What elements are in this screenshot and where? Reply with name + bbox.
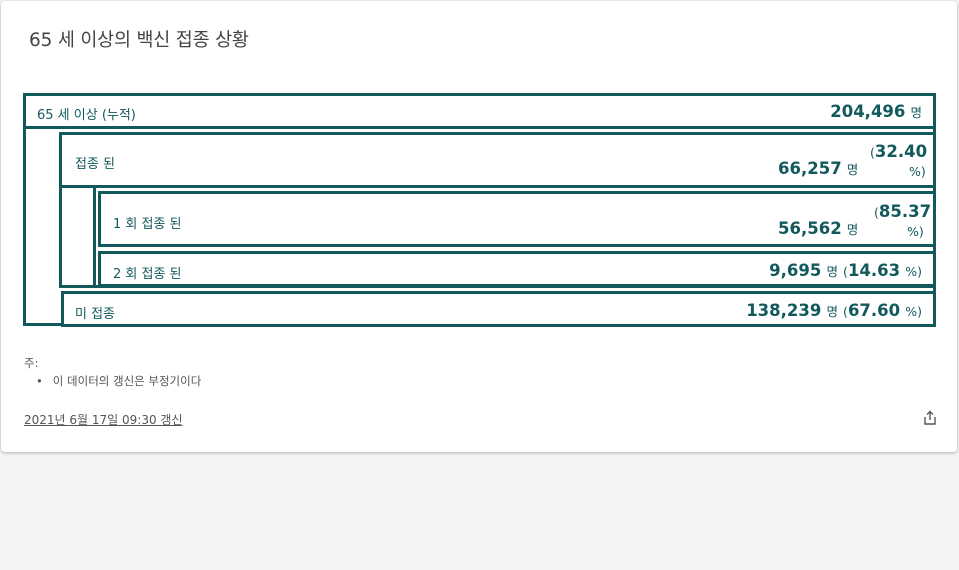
dose2-count: 9,695 — [769, 261, 822, 280]
vaccinated-value: 66,257 명 — [778, 159, 858, 178]
total-header: 65 세 이상 (누적) 204,496 명 — [23, 93, 936, 129]
dose1-label: 1 회 접종 된 — [113, 217, 182, 232]
vaccinated-label: 접종 된 — [75, 157, 116, 172]
vaccinated-pct-open: ( — [870, 145, 875, 160]
dose1-box: 1 회 접종 된 56,562 명 (85.37 %) — [98, 191, 936, 247]
total-count: 204,496 — [830, 102, 906, 121]
vaccinated-header: 접종 된 66,257 명 (32.40 %) — [59, 132, 936, 188]
dose2-value: 9,695 명 (14.63 %) — [769, 261, 922, 280]
vaccinated-pct: (32.40 — [870, 142, 927, 161]
card-title: 65 세 이상의 백신 접종 상황 — [29, 30, 249, 51]
vaccinated-pct-value: 32.40 — [874, 142, 928, 161]
unvaccinated-unit: 명 — [826, 304, 838, 319]
total-label: 65 세 이상 (누적) — [37, 108, 136, 123]
dose2-unit: 명 — [826, 264, 838, 279]
total-unit: 명 — [910, 105, 922, 120]
unvaccinated-box: 미 접종 138,239 명 (67.60 %) — [61, 291, 936, 327]
total-value: 204,496 명 — [830, 102, 922, 121]
dose1-pct-close: %) — [907, 224, 924, 239]
share-icon-svg — [924, 410, 936, 425]
unvaccinated-pct-value: 67.60 — [847, 301, 901, 320]
vaccinated-unit: 명 — [846, 162, 859, 177]
vaccination-card: 65 세 이상의 백신 접종 상황 65 세 이상 (누적) 204,496 명… — [1, 1, 957, 452]
dose1-pct: (85.37 — [874, 202, 931, 221]
dose2-pct-open: ( — [843, 264, 848, 279]
share-icon[interactable] — [922, 410, 938, 426]
unvaccinated-pct-open: ( — [843, 304, 848, 319]
dose1-unit: 명 — [846, 222, 859, 237]
dose2-pct-close: %) — [905, 264, 922, 279]
dose2-label: 2 회 접종 된 — [113, 267, 182, 282]
vaccinated-count: 66,257 — [778, 159, 842, 178]
vaccinated-pct-close: %) — [909, 164, 926, 179]
notes-title: 주: — [24, 356, 39, 370]
dose1-pct-value: 85.37 — [878, 202, 932, 221]
updated-link[interactable]: 2021년 6월 17일 09:30 갱신 — [24, 413, 183, 427]
notes-list: 이 데이터의 갱신은 부정기이다 — [36, 373, 202, 389]
dose2-pct-value: 14.63 — [847, 261, 901, 280]
notes-item: 이 데이터의 갱신은 부정기이다 — [36, 373, 202, 389]
unvaccinated-label: 미 접종 — [75, 307, 116, 322]
dose1-value: 56,562 명 — [778, 219, 858, 238]
dose1-pct-open: ( — [874, 205, 879, 220]
dose2-box: 2 회 접종 된 9,695 명 (14.63 %) — [98, 251, 936, 287]
unvaccinated-value: 138,239 명 (67.60 %) — [746, 301, 922, 320]
unvaccinated-pct-close: %) — [905, 304, 922, 319]
dose1-count: 56,562 — [778, 219, 842, 238]
unvaccinated-count: 138,239 — [746, 301, 822, 320]
